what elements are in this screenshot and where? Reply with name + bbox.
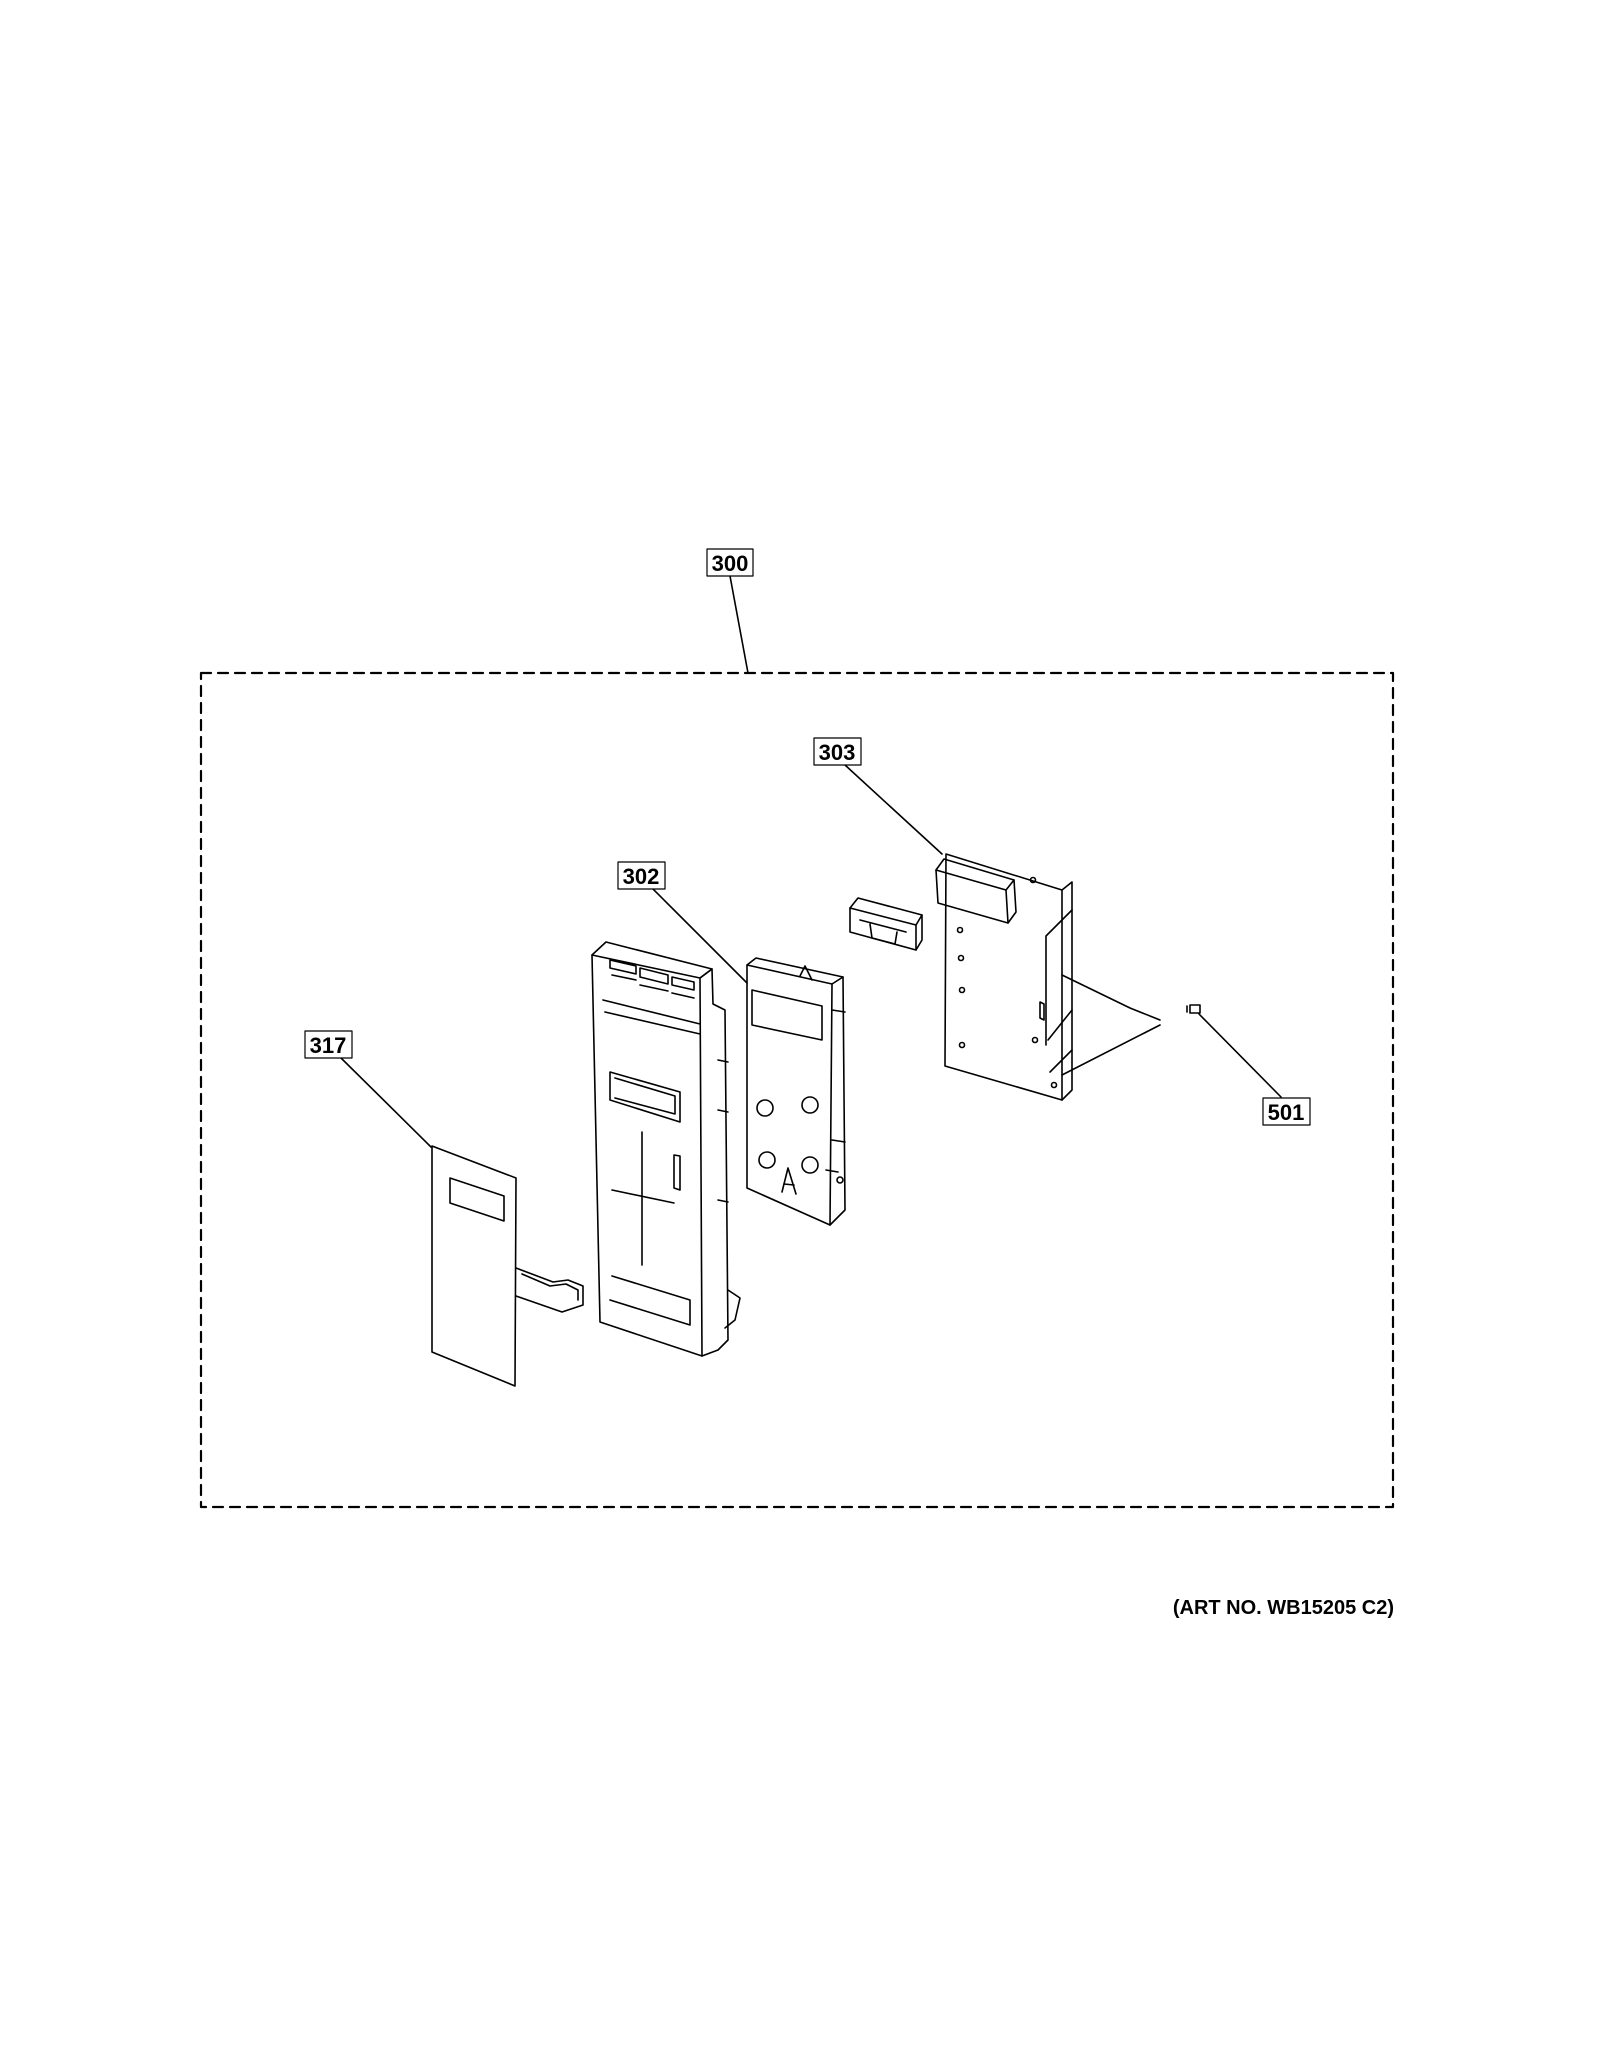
leader-line-317 xyxy=(340,1057,432,1148)
callout-303: 303 xyxy=(819,740,856,765)
leader-line-300 xyxy=(729,575,749,674)
screw xyxy=(1186,1004,1201,1014)
control-panel-frame xyxy=(591,941,741,1357)
panel-bracket xyxy=(746,957,846,1226)
connector-clip xyxy=(849,897,923,951)
callout-box-317 xyxy=(304,1030,353,1059)
callout-box-303 xyxy=(813,737,862,766)
callout-box-302 xyxy=(617,861,666,890)
callout-317: 317 xyxy=(310,1033,347,1058)
callout-302: 302 xyxy=(623,864,660,889)
callout-box-300 xyxy=(706,548,754,577)
assembly-boundary xyxy=(199,671,1395,1509)
art-number: (ART NO. WB15205 C2) xyxy=(1172,1597,1394,1619)
control-board xyxy=(935,853,1161,1101)
leader-line-501 xyxy=(1198,1013,1282,1098)
callout-501: 501 xyxy=(1268,1100,1305,1125)
callout-box-501 xyxy=(1262,1097,1311,1126)
leader-line-303 xyxy=(844,764,943,855)
leader-line-302 xyxy=(651,887,748,984)
keypad-membrane xyxy=(431,1145,584,1387)
callout-300: 300 xyxy=(712,551,749,576)
